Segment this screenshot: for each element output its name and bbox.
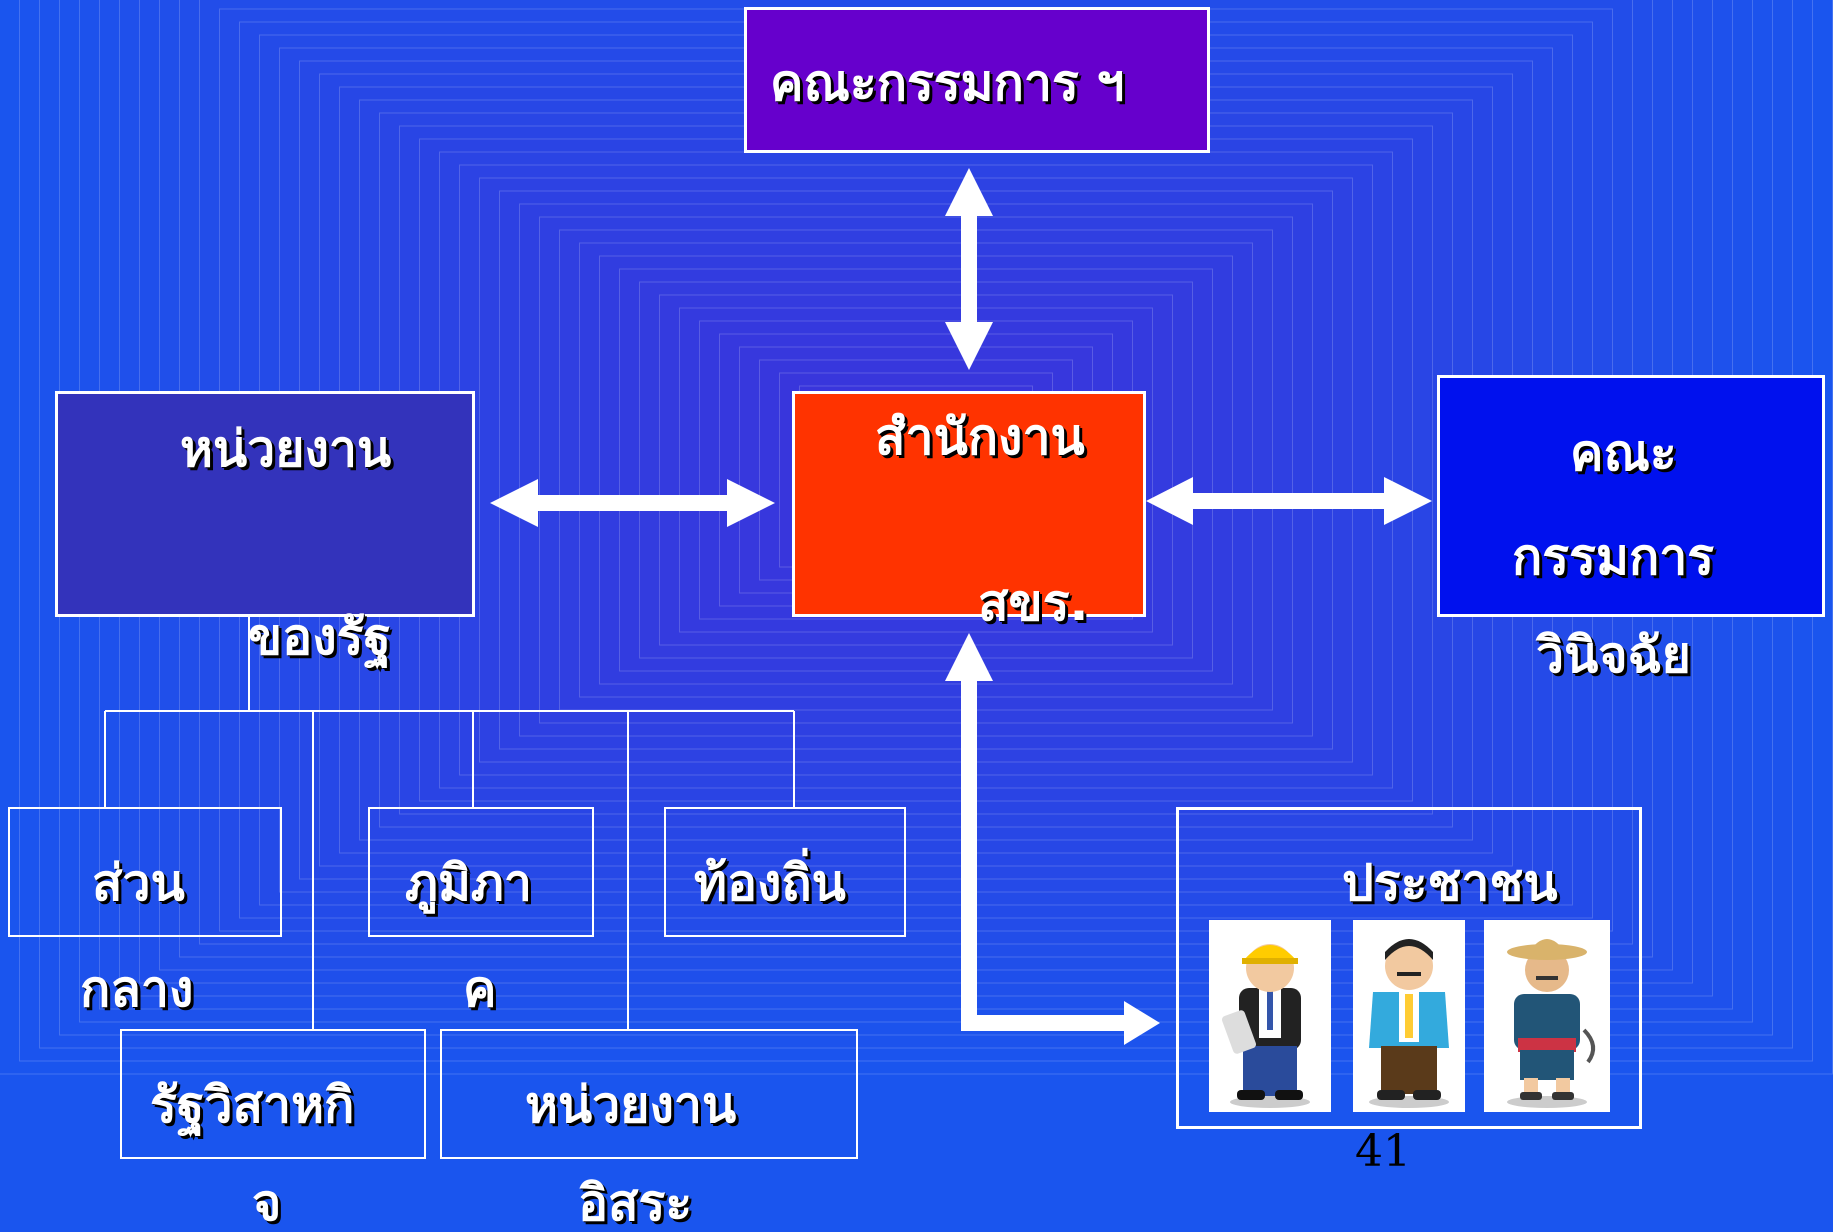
arrowhead-left [490, 479, 538, 527]
central-label-2: กลาง [80, 960, 194, 1018]
office-label-1: สำนักงาน [875, 408, 1085, 466]
independent-label-2: อิสระ [578, 1174, 693, 1232]
arrowhead-right-3 [1124, 1001, 1160, 1045]
regional-label-1: ภูมิภา [405, 854, 532, 912]
state-enterprise-label-2: จ [252, 1174, 282, 1232]
arrow-office-public [961, 676, 1135, 1031]
engineer-person-icon [1209, 920, 1331, 1112]
businessman-person-icon [1353, 920, 1465, 1112]
arrowhead-right [727, 479, 775, 527]
committee-box [744, 7, 1210, 153]
adjudication-label-1: คณะ [1570, 424, 1677, 482]
local-label: ท้องถิ่น [694, 854, 846, 912]
independent-label-1: หน่วยงาน [525, 1076, 737, 1134]
regional-label-2: ค [463, 960, 497, 1018]
arrowhead-up-2 [945, 633, 993, 681]
office-label-2: สขร. [978, 574, 1089, 632]
adjudication-box [1437, 375, 1825, 617]
adjudication-label-3: วินิจฉัย [1536, 626, 1691, 684]
state-enterprise-box [120, 1029, 426, 1159]
tree-lines [104, 617, 795, 1029]
public-box [1176, 807, 1642, 1129]
arrowhead-left-2 [1146, 477, 1193, 525]
gov-agency-label-1: หน่วยงาน [180, 420, 392, 478]
adjudication-label-2: กรรมการ [1512, 528, 1715, 586]
gov-agency-box [55, 391, 475, 617]
independent-box [440, 1029, 858, 1159]
committee-label: คณะกรรมการ ฯ [770, 54, 1125, 112]
arrowhead-down [945, 322, 993, 370]
arrowhead-up [945, 168, 993, 216]
local-box [664, 807, 906, 937]
state-enterprise-label-1: รัฐวิสาหกิ [150, 1076, 355, 1134]
arrowhead-right-2 [1384, 477, 1432, 525]
gov-agency-label-2: ของรัฐ [248, 608, 392, 666]
farmer-person-icon [1484, 920, 1610, 1112]
arrows [490, 168, 1432, 1045]
regional-box [368, 807, 594, 937]
public-label: ประชาชน [1342, 854, 1558, 912]
central-box [8, 807, 282, 937]
page-number: 41 [1355, 1126, 1411, 1177]
central-label-1: ส่วน [92, 854, 185, 912]
office-box [792, 391, 1146, 617]
